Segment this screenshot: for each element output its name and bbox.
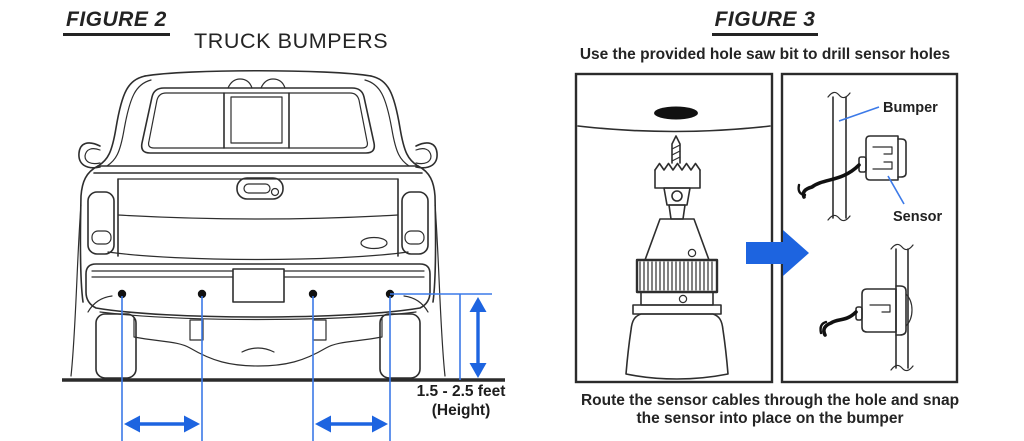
figure3-top-caption: Use the provided hole saw bit to drill s…	[579, 46, 951, 63]
spacing-double-arrow-icon	[124, 415, 200, 433]
dimension-annotations	[121, 293, 492, 441]
sensor-insert-drawing	[797, 91, 907, 222]
figure3-bottom-caption-line2: the sensor into place on the bumper	[636, 410, 904, 427]
bumper-leader-line	[838, 106, 880, 122]
height-double-arrow-icon	[469, 297, 487, 378]
figure3-title: FIGURE 3	[711, 8, 819, 36]
figure3-header: FIGURE 3	[565, 8, 965, 36]
right-arrow-icon	[746, 230, 809, 276]
figure2-header: FIGURE 2	[63, 8, 170, 36]
drilled-hole	[654, 106, 698, 120]
truck-rear-diagram	[62, 69, 505, 441]
sensor-guide-lines	[121, 296, 391, 441]
sensor-leader-line	[887, 175, 905, 205]
sensor-label: Sensor	[893, 209, 943, 225]
figure3-bottom-caption-line1: Route the sensor cables through the hole…	[580, 392, 960, 409]
height-range-label: 1.5 - 2.5 feet	[416, 383, 506, 400]
sensor-dot	[117, 289, 127, 299]
drill-panel	[574, 72, 774, 384]
sensor-panel	[780, 72, 959, 384]
sensor-dot	[197, 289, 207, 299]
sensor-install-diagram: Bumper Sensor	[574, 72, 959, 384]
sensor-dot	[308, 289, 318, 299]
license-plate	[232, 268, 285, 303]
truck-outline	[70, 69, 446, 379]
drill-drawing	[577, 106, 771, 380]
figure2-title: FIGURE 2	[63, 8, 170, 36]
tailgate-emblem	[360, 236, 388, 250]
sensor-installed-drawing	[819, 243, 914, 372]
figure2-subtitle: TRUCK BUMPERS	[194, 29, 389, 53]
height-note-label: (Height)	[431, 402, 491, 419]
bumper-label: Bumper	[883, 100, 938, 116]
spacing-double-arrow-icon	[315, 415, 388, 433]
